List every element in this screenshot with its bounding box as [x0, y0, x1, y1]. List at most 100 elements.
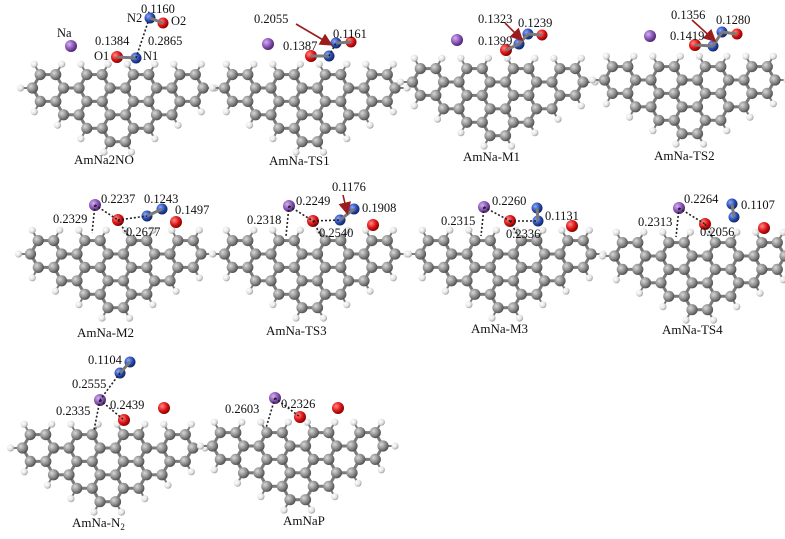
carbon-atom: [546, 103, 558, 115]
carbon-atom: [476, 89, 488, 101]
panel-amna-m3: 0.2260 0.1131 0.2315 0.2336 AmNa-M3: [441, 194, 579, 336]
carbon-atom: [645, 101, 657, 113]
carbon-atom: [71, 248, 83, 260]
carbon-atom: [507, 248, 520, 260]
hydrogen-atom: [331, 418, 339, 426]
carbon-atom: [104, 82, 116, 94]
carbon-atom: [414, 89, 426, 101]
hydrogen-atom: [90, 508, 98, 516]
carbon-atom: [214, 427, 226, 439]
hydrogen-atom: [366, 121, 374, 129]
carbon-atom: [34, 95, 46, 107]
carbon-atom: [16, 442, 29, 454]
carbon-atom: [686, 250, 698, 262]
hydrogen-atom: [210, 466, 218, 474]
hydrogen-atom: [465, 226, 473, 234]
carbon-atom: [253, 440, 265, 452]
carbon-atom: [50, 69, 62, 81]
carbon-atom: [492, 275, 504, 287]
hydrogen-atom: [389, 226, 397, 234]
carbon-atom: [369, 427, 381, 439]
carbon-atom: [311, 136, 324, 148]
hydrogen-atom: [269, 135, 277, 143]
carbon-atom: [96, 122, 108, 134]
hydrogen-atom: [539, 226, 547, 234]
carbon-atom: [249, 109, 262, 121]
hydrogen-atom: [56, 226, 64, 234]
carbon-atom: [79, 235, 91, 247]
hydrogen-atom: [123, 60, 131, 68]
carbon-atom: [117, 248, 130, 260]
carbon-atom: [218, 248, 231, 260]
bond-length-label: 0.2540: [319, 226, 353, 240]
hydrogen-atom: [233, 479, 242, 487]
carbon-atom: [71, 455, 83, 467]
carbon-atom: [577, 261, 589, 273]
bond-length-label: 0.2603: [225, 402, 259, 416]
hydrogen-atom: [269, 301, 277, 309]
bond-length-label: 0.2264: [684, 192, 719, 206]
hydrogen-atom: [588, 76, 597, 84]
hydrogen-atom: [319, 314, 328, 322]
carbon-atom: [469, 261, 481, 273]
carbon-atom: [608, 250, 621, 262]
carbon-atom: [299, 494, 312, 506]
panel-caption: AmNa-TS1: [269, 153, 330, 168]
hydrogen-atom: [75, 226, 83, 234]
molecule-skeleton: [196, 418, 399, 514]
carbon-atom: [653, 114, 665, 126]
carbon-atom: [366, 95, 378, 107]
bond-length-label: 0.2865: [148, 34, 182, 48]
bond-length-label: 0.2326: [281, 397, 315, 411]
hydrogen-atom: [160, 420, 168, 428]
hydrogen-atom: [515, 314, 524, 322]
carbon-atom: [141, 288, 153, 300]
carbon-atom: [125, 235, 137, 247]
hydrogen-atom: [377, 466, 385, 474]
hydrogen-atom: [723, 127, 731, 135]
carbon-atom: [523, 63, 535, 75]
hydrogen-atom: [222, 274, 230, 282]
o-atom: [758, 222, 770, 234]
carbon-atom: [164, 275, 176, 287]
carbon-atom: [127, 122, 139, 134]
carbon-atom: [311, 302, 324, 314]
carbon-atom: [284, 494, 296, 506]
hydrogen-atom: [602, 100, 610, 108]
carbon-atom: [140, 469, 153, 481]
carbon-atom: [330, 440, 343, 452]
carbon-atom: [381, 69, 393, 81]
hydrogen-atom: [296, 226, 304, 234]
hydrogen-atom: [222, 226, 230, 234]
carbon-atom: [319, 69, 331, 81]
carbon-atom: [273, 95, 285, 107]
molecule-skeleton: [404, 226, 607, 322]
carbon-atom: [237, 440, 250, 452]
carbon-atom: [265, 82, 277, 94]
carbon-atom: [143, 122, 155, 134]
hydrogen-atom: [257, 493, 265, 501]
hydrogen-atom: [98, 314, 106, 322]
carbon-atom: [577, 76, 589, 88]
carbon-atom: [86, 455, 98, 467]
hydrogen-atom: [391, 442, 399, 450]
carbon-atom: [515, 261, 527, 273]
hydrogen-atom: [343, 60, 351, 68]
carbon-atom: [102, 275, 114, 287]
bond-length-label: 0.1399: [478, 34, 512, 48]
carbon-atom: [668, 61, 680, 73]
hydrogen-atom: [503, 54, 511, 62]
carbon-atom: [164, 429, 176, 441]
hydrogen-atom: [682, 316, 690, 324]
carbon-atom: [94, 496, 106, 508]
hydrogen-atom: [779, 276, 785, 284]
hydrogen-atom: [362, 226, 370, 234]
hydrogen-atom: [196, 442, 205, 450]
carbon-atom: [34, 69, 46, 81]
carbon-atom: [476, 63, 488, 75]
carbon-atom: [335, 261, 347, 273]
hydrogen-atom: [245, 287, 254, 295]
hydrogen-atom: [377, 418, 385, 426]
carbon-atom: [366, 261, 378, 273]
carbon-atom: [288, 95, 300, 107]
